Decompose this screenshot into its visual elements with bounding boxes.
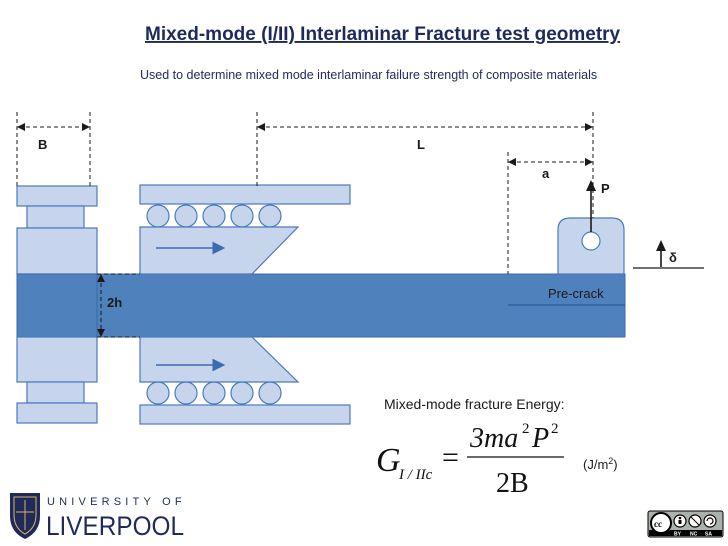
equation-lhs: G — [376, 442, 401, 479]
end-view-bottom-roller — [26, 381, 85, 404]
logo-name: LIVERPOOL — [46, 511, 184, 541]
license-label-by: BY — [674, 532, 682, 538]
license-label-nc: NC — [690, 532, 698, 538]
bottom-fixture-plate — [139, 404, 351, 425]
end-view-bottom-plate — [16, 402, 98, 424]
svg-text:cc: cc — [654, 519, 662, 529]
end-view-specimen — [16, 185, 98, 424]
bottom-rollers — [146, 381, 282, 405]
label-length: L — [417, 137, 425, 152]
nc-icon — [688, 514, 702, 528]
equation-numerator-load: P — [531, 423, 549, 454]
label-width: B — [38, 137, 47, 152]
label-load: P — [601, 181, 610, 196]
equation-denominator: 2B — [496, 468, 529, 499]
page-title: Mixed-mode (I/II) Interlaminar Fracture … — [145, 24, 621, 45]
end-view-beam-section — [16, 273, 98, 338]
top-rollers — [146, 204, 282, 228]
label-thickness: 2h — [107, 295, 122, 310]
equation-equals: = — [442, 441, 459, 474]
equation-numerator-exponent: 2 — [522, 421, 530, 437]
equation-numerator-load-exponent: 2 — [551, 421, 559, 437]
end-view-top-roller — [26, 205, 85, 229]
end-view-top-plate — [16, 185, 98, 207]
fracture-energy-equation: Mixed-mode fracture Energy: G I / IIc = … — [376, 396, 618, 499]
end-view-top-wedge — [16, 227, 98, 275]
equation-lhs-subscript: I / IIc — [398, 467, 433, 483]
label-crack-length: a — [542, 166, 550, 181]
university-logo: UNIVERSITY OF LIVERPOOL — [10, 493, 186, 541]
top-wedge — [139, 226, 300, 275]
cc-icon: cc — [650, 512, 672, 534]
loading-pin-hole — [581, 231, 601, 251]
equation-units: (J/m2) — [583, 456, 618, 472]
by-icon — [673, 514, 687, 528]
end-view-bottom-wedge — [16, 336, 98, 383]
logo-top-line: UNIVERSITY OF — [47, 496, 186, 508]
dimensions — [16, 112, 704, 338]
equation-heading: Mixed-mode fracture Energy: — [384, 396, 565, 412]
side-view-specimen — [96, 184, 626, 425]
equation-numerator: 3ma — [469, 423, 518, 454]
sa-icon — [703, 514, 717, 528]
page-subtitle: Used to determine mixed mode interlamina… — [140, 68, 597, 82]
label-precrack: Pre-crack — [548, 286, 604, 301]
top-fixture-plate — [139, 184, 351, 205]
label-displacement: δ — [669, 250, 677, 265]
license-label-sa: SA — [705, 532, 712, 538]
license-badge: cc BY NC SA — [647, 510, 724, 538]
bottom-wedge — [139, 336, 300, 383]
